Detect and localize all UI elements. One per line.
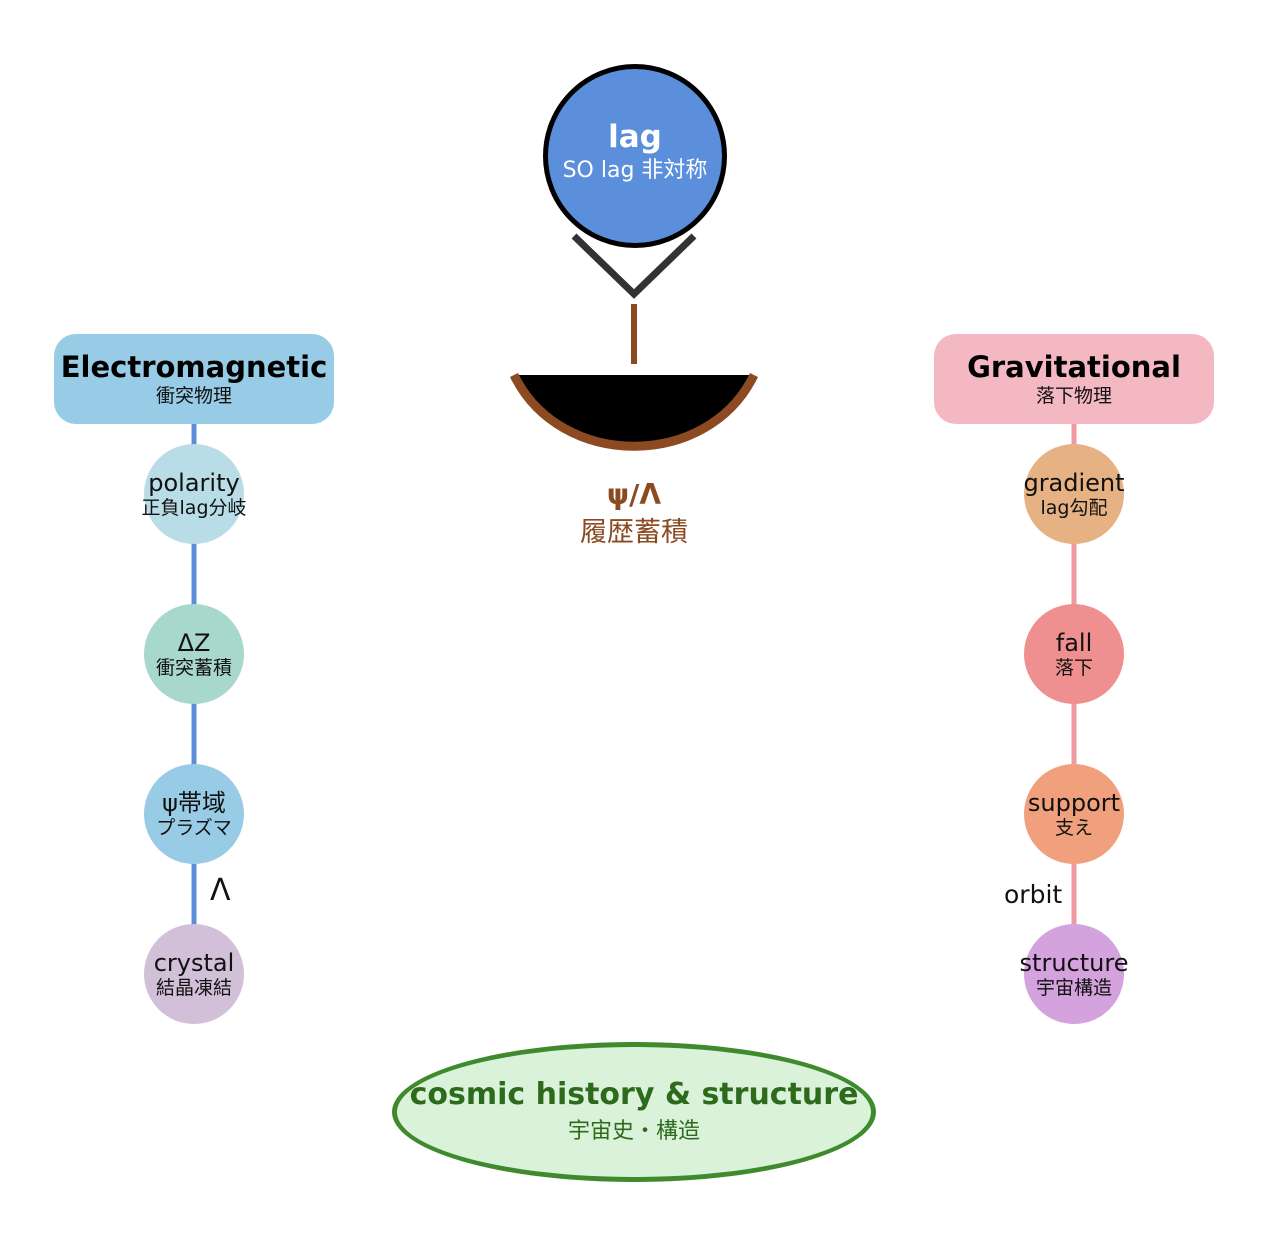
structure-sublabel: 宇宙構造 — [1035, 977, 1112, 999]
cosmic-history-title: cosmic history & structure — [409, 1077, 859, 1112]
fall-sublabel: 落下 — [1054, 657, 1093, 679]
psi-band-sublabel: プラズマ — [156, 817, 232, 839]
gravitational-branch: Gravitational 落下物理 — [934, 334, 1214, 424]
lambda-edge-label: Λ — [210, 873, 231, 908]
electromagnetic-subtitle: 衝突物理 — [155, 385, 232, 407]
support-sublabel: 支え — [1054, 817, 1093, 839]
delta-z-node: ΔZ 衝突蓄積 — [144, 604, 244, 704]
delta-z-label: ΔZ — [177, 629, 211, 657]
crystal-label: crystal — [153, 949, 235, 977]
cosmic-history-subtitle: 宇宙史・構造 — [567, 1119, 700, 1144]
bowl-rim — [509, 373, 759, 451]
gravitational-title: Gravitational — [967, 350, 1181, 384]
gradient-sublabel: lag勾配 — [1040, 497, 1108, 519]
crystal-node: crystal 結晶凍結 — [144, 924, 244, 1024]
bowl-title: ψ/Λ — [606, 478, 662, 511]
chevron-down-icon — [571, 233, 697, 299]
lag-node-subtitle: SO lag 非対称 — [562, 158, 708, 183]
polarity-sublabel: 正負lag分岐 — [141, 497, 247, 519]
crystal-sublabel: 結晶凍結 — [155, 977, 232, 999]
structure-label: structure — [1019, 949, 1129, 977]
bowl-subtitle: 履歴蓄積 — [580, 517, 688, 548]
gradient-label: gradient — [1023, 469, 1125, 497]
gradient-node: gradient lag勾配 — [1023, 444, 1125, 544]
fall-label: fall — [1055, 629, 1093, 657]
structure-node: structure 宇宙構造 — [1020, 924, 1128, 1024]
polarity-label: polarity — [148, 469, 240, 497]
delta-z-sublabel: 衝突蓄積 — [155, 657, 232, 679]
gravitational-subtitle: 落下物理 — [1035, 385, 1112, 407]
psi-band-label: ψ帯域 — [162, 789, 226, 817]
lag-node-title: lag — [608, 119, 662, 155]
support-node: support 支え — [1024, 764, 1124, 864]
electromagnetic-title: Electromagnetic — [60, 350, 328, 384]
lag-node: lag SO lag 非対称 — [543, 64, 727, 248]
support-label: support — [1027, 789, 1121, 817]
bowl-icon — [514, 375, 754, 447]
electromagnetic-branch: Electromagnetic 衝突物理 — [54, 334, 334, 424]
orbit-edge-label: orbit — [1004, 880, 1063, 909]
cosmic-history-node: cosmic history & structure 宇宙史・構造 — [392, 1042, 876, 1182]
psi-band-node: ψ帯域 プラズマ — [144, 764, 244, 864]
polarity-node: polarity 正負lag分岐 — [141, 444, 247, 544]
fall-node: fall 落下 — [1024, 604, 1124, 704]
